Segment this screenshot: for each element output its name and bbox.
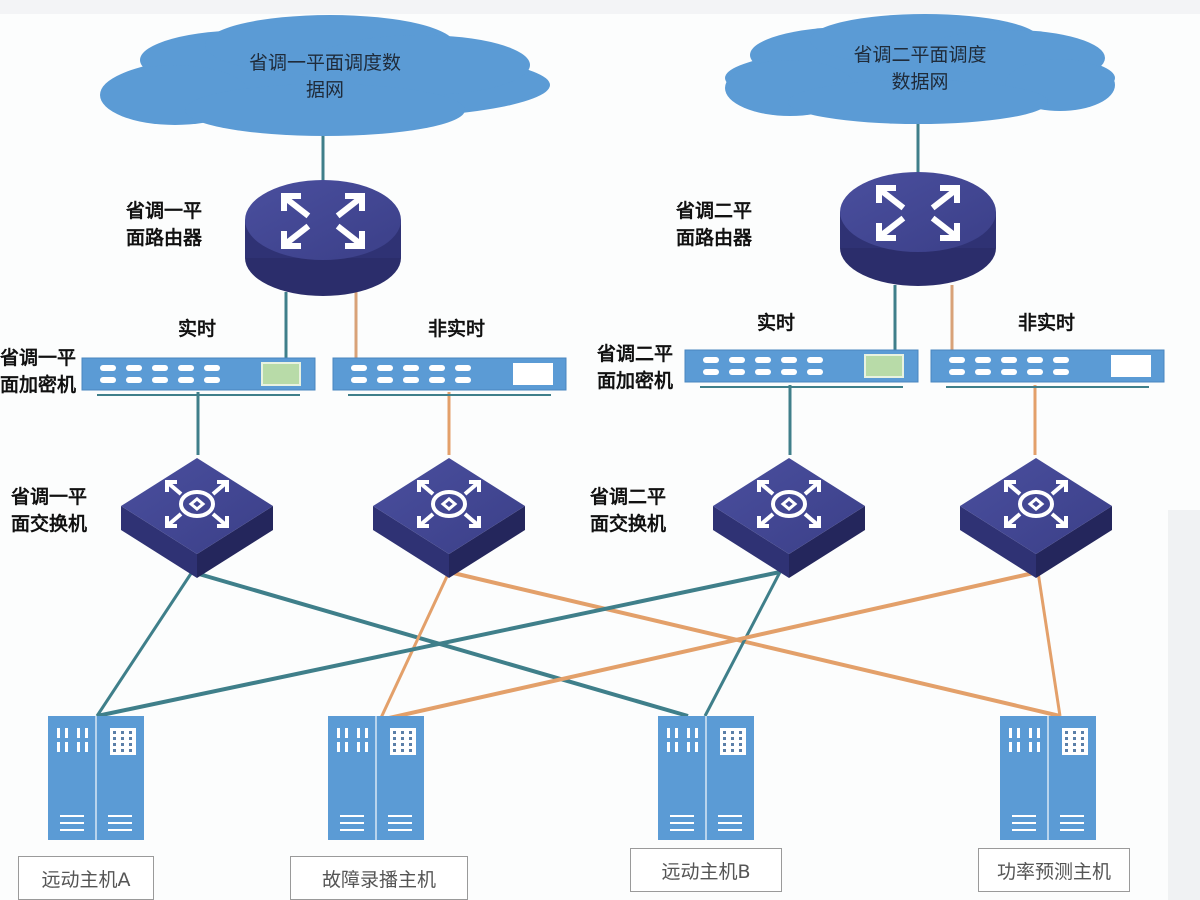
display-panel-icon — [513, 363, 553, 385]
switch-icon — [1004, 480, 1068, 528]
encryptor-2-realtime-label: 实时 — [757, 312, 796, 334]
drive-bay-icon — [1012, 815, 1084, 831]
vent-icon — [57, 728, 88, 752]
network-2-name: 省调二平面调度 数据网 — [853, 44, 987, 93]
switch-2-label: 省调二平 面交换机 — [590, 486, 667, 535]
switch-icon — [417, 480, 481, 528]
vent-icon — [1009, 728, 1040, 752]
switch-icon — [757, 480, 821, 528]
link-switch2nrt-fault — [379, 570, 1039, 722]
switch[interactable] — [373, 458, 525, 578]
encryptor-1-label: 省调一平 面加密机 — [0, 347, 77, 396]
host-label-0: 远动主机A — [18, 856, 154, 900]
display-panel-icon — [1111, 355, 1151, 377]
link-switch2nrt-power — [1036, 571, 1062, 717]
drive-bay-icon — [60, 815, 132, 831]
cloud-network-1 — [100, 15, 550, 136]
router-1[interactable] — [245, 180, 401, 296]
switch[interactable] — [121, 458, 273, 578]
router-1-label: 省调一平 面路由器 — [126, 200, 203, 249]
server-host[interactable] — [48, 716, 144, 840]
encryptor-2-label: 省调二平 面加密机 — [597, 343, 674, 392]
edge-strip — [1168, 510, 1200, 900]
drive-bay-icon — [670, 815, 742, 831]
vent-icon — [667, 728, 698, 752]
switch-1-label: 省调一平 面交换机 — [11, 486, 88, 535]
encryptor-2-nonrealtime-label: 非实时 — [1018, 312, 1076, 334]
links — [95, 122, 1062, 722]
link-switch1nrt-fault — [378, 571, 451, 721]
host-label-2: 远动主机B — [630, 848, 782, 892]
router-2[interactable] — [840, 172, 996, 286]
network-1-name: 省调一平面调度数 据网 — [248, 52, 401, 101]
encryptor-realtime[interactable] — [81, 357, 316, 396]
port-icons — [351, 365, 471, 383]
link-switch1rt-hostA — [95, 571, 194, 717]
server-host[interactable] — [328, 716, 424, 840]
server-host[interactable] — [658, 716, 754, 840]
port-icons — [703, 357, 823, 375]
top-band — [0, 0, 1200, 14]
encryptor-nonrealtime[interactable] — [930, 349, 1165, 388]
drive-bay-icon — [340, 815, 412, 831]
link-switch2rt-hostB — [703, 571, 782, 717]
encryptor-1-realtime-label: 实时 — [178, 318, 217, 340]
encryptor-1-nonrealtime-label: 非实时 — [428, 318, 486, 340]
switch-icon — [165, 480, 229, 528]
host-label-1: 故障录播主机 — [290, 856, 468, 900]
switch[interactable] — [713, 458, 865, 578]
vent-icon — [337, 728, 368, 752]
encryptor-realtime[interactable] — [684, 349, 919, 388]
switch[interactable] — [960, 458, 1112, 578]
link-switch2rt-hostA — [96, 570, 781, 718]
port-icons — [949, 357, 1069, 375]
cloud-network-2 — [725, 14, 1115, 124]
link-switch1nrt-power — [448, 570, 1061, 718]
router-icon — [876, 185, 960, 241]
server-host[interactable] — [1000, 716, 1096, 840]
port-icons — [100, 365, 220, 383]
status-display-icon — [864, 354, 904, 378]
status-display-icon — [261, 362, 301, 386]
router-2-label: 省调二平 面路由器 — [676, 200, 753, 249]
router-icon — [281, 193, 365, 249]
encryptor-nonrealtime[interactable] — [332, 357, 567, 396]
host-label-3: 功率预测主机 — [978, 848, 1130, 892]
